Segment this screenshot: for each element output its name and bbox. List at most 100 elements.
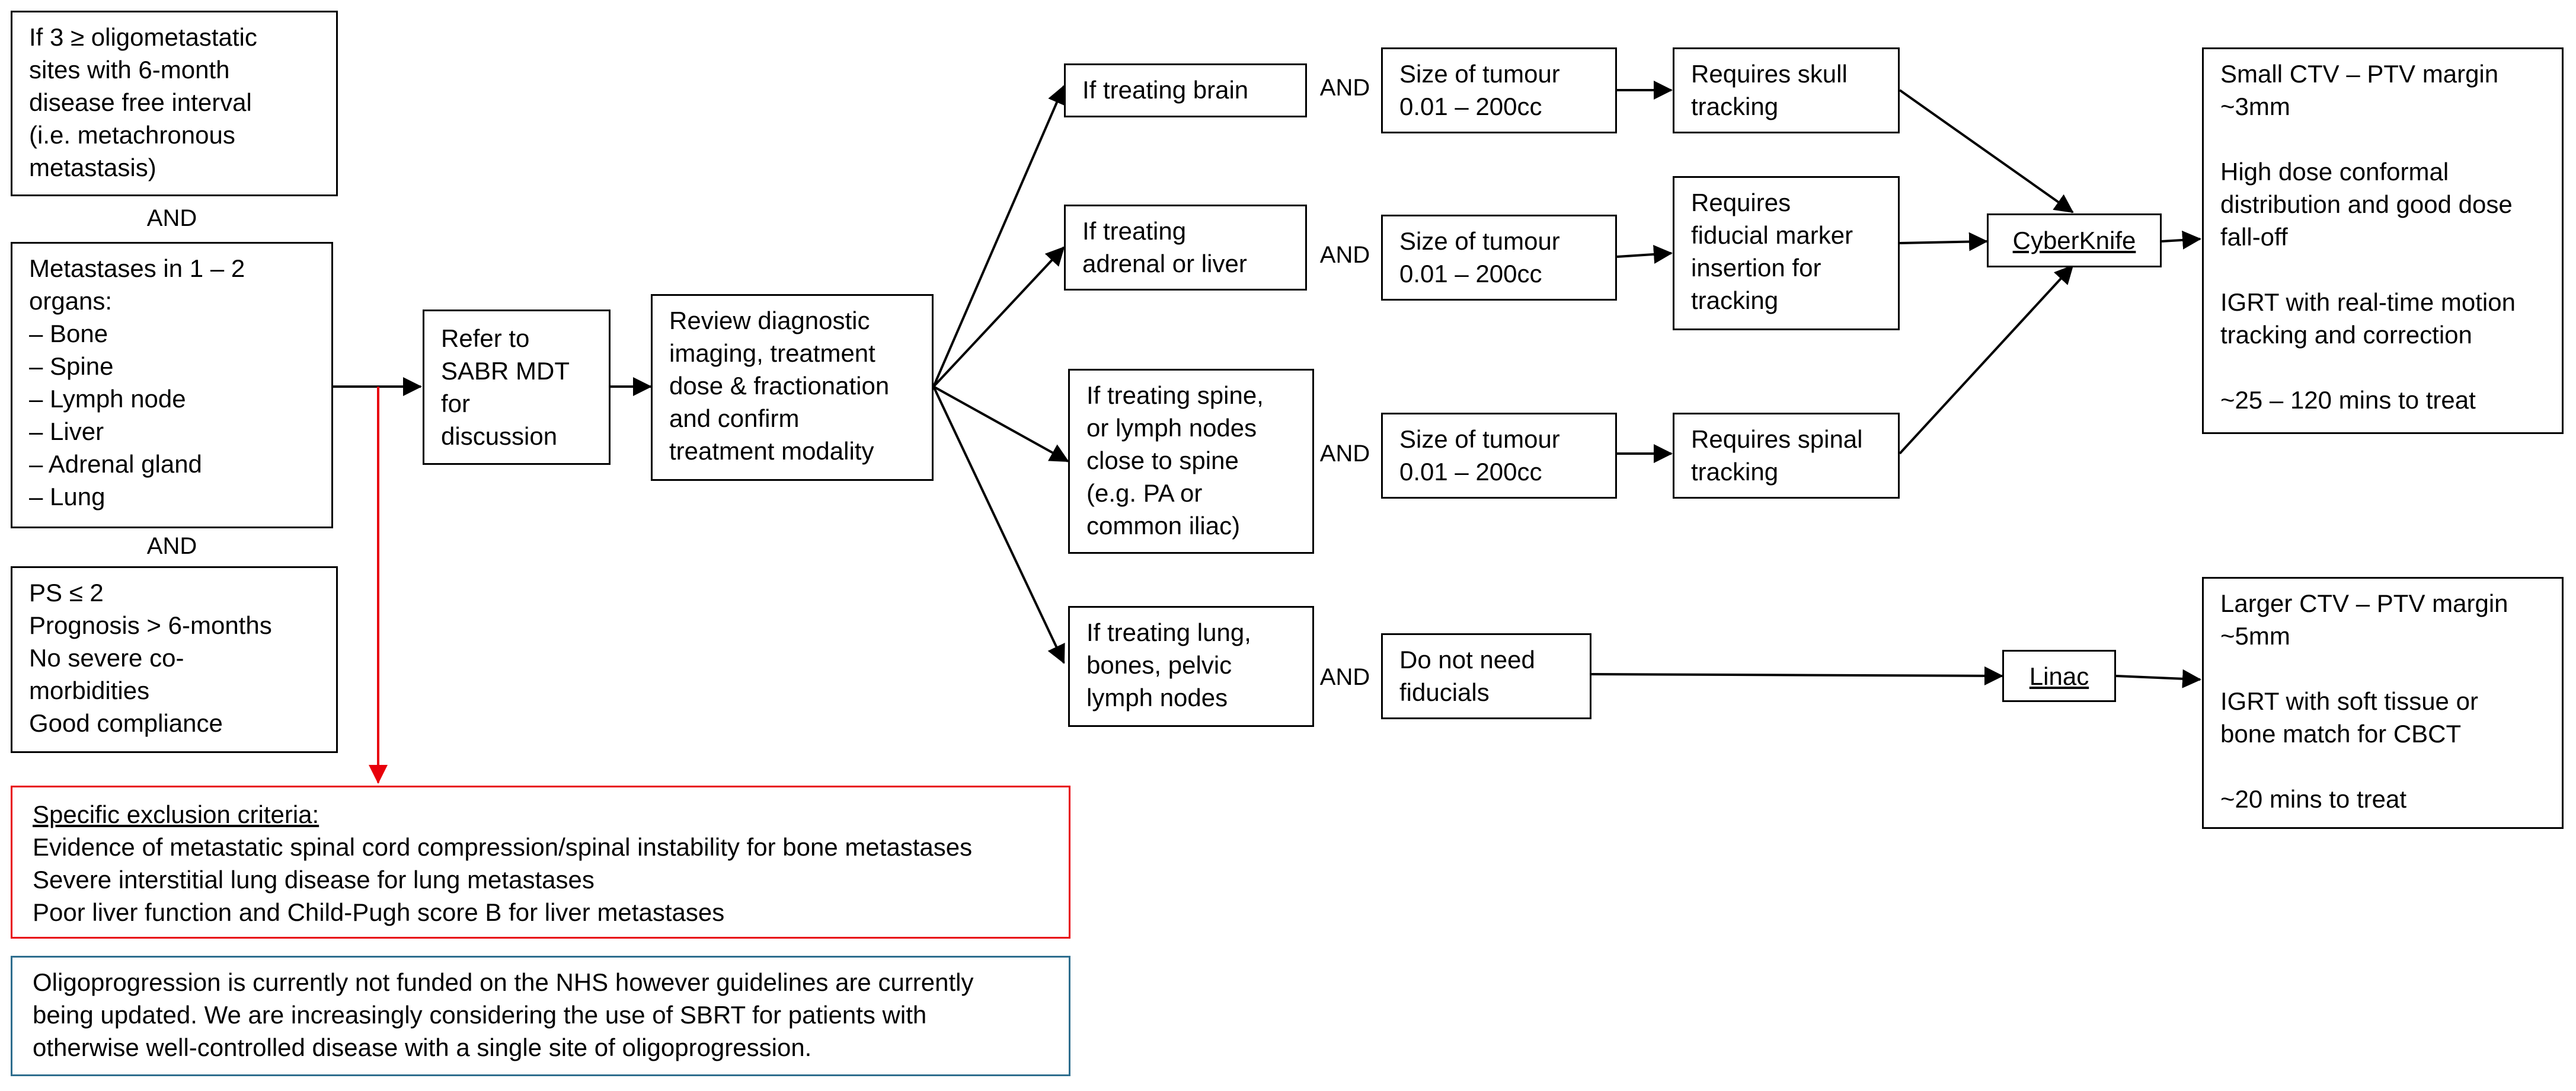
tracking-line: tracking <box>1691 458 1779 486</box>
and-label: AND <box>1319 242 1370 268</box>
arrow-linac-to-outcome <box>2115 669 2201 688</box>
branch-lung-box: If treating lung, bones, pelvic lymph no… <box>1068 606 1314 727</box>
arrow-review-to-spine <box>933 385 1069 462</box>
criteria-line: If 3 ≥ oligometastatic <box>29 23 257 51</box>
criteria-line: sites with 6-month <box>29 56 230 84</box>
size-line: Size of tumour <box>1399 60 1560 88</box>
branch-line: If treating spine, <box>1086 381 1264 409</box>
metastases-criteria-box: Metastases in 1 – 2 organs: – Bone – Spi… <box>11 242 333 528</box>
review-line: dose & fractionation <box>669 372 890 400</box>
criteria-line: Metastases in 1 – 2 <box>29 254 245 282</box>
tracking-line: tracking <box>1691 92 1779 120</box>
fiducial-tracking-box: Requires fiducial marker insertion for t… <box>1673 176 1900 330</box>
branch-adrenal-liver-box: If treating adrenal or liver <box>1064 205 1307 291</box>
tracking-line: Requires skull <box>1691 60 1848 88</box>
branch-line: adrenal or liver <box>1082 250 1247 277</box>
outcome-line: bone match for CBCT <box>2220 720 2462 748</box>
outcome-line <box>2220 351 2545 384</box>
size-line: 0.01 – 200cc <box>1399 92 1542 120</box>
outcome-line: Small CTV – PTV margin <box>2220 60 2499 88</box>
arrow-review-to-brain <box>932 85 1066 387</box>
branch-line: If treating brain <box>1082 76 1249 104</box>
branch-line: lymph nodes <box>1086 684 1228 712</box>
review-line: and confirm <box>669 404 800 432</box>
tracking-line: fiducial marker <box>1691 221 1853 249</box>
linac-box: Linac <box>2002 650 2116 702</box>
oligoprogression-note-box: Oligoprogression is currently not funded… <box>11 956 1070 1076</box>
arrow-fiducials-to-linac <box>1591 666 2003 685</box>
size-line: Size of tumour <box>1399 425 1560 453</box>
cyberknife-label: CyberKnife <box>2012 227 2136 254</box>
outcome-line <box>2220 750 2545 783</box>
linac-label: Linac <box>2029 662 2089 690</box>
outcome-line: ~5mm <box>2220 622 2290 650</box>
branch-spine-box: If treating spine, or lymph nodes close … <box>1068 369 1314 554</box>
refer-line: discussion <box>441 422 558 450</box>
criteria-line: Good compliance <box>29 709 223 737</box>
note-line: being updated. We are increasingly consi… <box>33 1001 927 1029</box>
branch-line: or lymph nodes <box>1086 414 1257 442</box>
arrow-cyberknife-to-outcome <box>2161 230 2201 250</box>
and-label: AND <box>1319 75 1370 101</box>
criteria-line: – Bone <box>29 320 108 347</box>
arrow-size-to-fiducial <box>1616 244 1673 264</box>
and-label: AND <box>146 533 197 559</box>
criteria-line: – Liver <box>29 417 104 445</box>
criteria-line: PS ≤ 2 <box>29 579 104 607</box>
branch-line: common iliac) <box>1086 512 1241 540</box>
tracking-line: Requires <box>1691 189 1791 216</box>
cyberknife-outcome-box: Small CTV – PTV margin ~3mm High dose co… <box>2202 47 2564 434</box>
skull-tracking-box: Requires skull tracking <box>1673 47 1900 133</box>
size-line: 0.01 – 200cc <box>1399 260 1542 288</box>
criteria-line: organs: <box>29 287 113 315</box>
criteria-line: – Adrenal gland <box>29 450 202 478</box>
review-line: Review diagnostic <box>669 307 870 334</box>
outcome-line: IGRT with real-time motion <box>2220 288 2516 316</box>
outcome-line <box>2220 123 2545 155</box>
no-fiducials-box: Do not need fiducials <box>1381 633 1591 719</box>
tracking-line: tracking <box>1691 286 1779 314</box>
criteria-line: (i.e. metachronous <box>29 121 235 149</box>
arrow-skull-to-cyberknife <box>1899 89 2074 213</box>
branch-line: close to spine <box>1086 446 1239 474</box>
tracking-line: Requires spinal <box>1691 425 1863 453</box>
arrow-review-to-lung <box>932 386 1065 664</box>
review-box: Review diagnostic imaging, treatment dos… <box>651 294 934 481</box>
size-line: fiducials <box>1399 678 1490 706</box>
size-brain-box: Size of tumour 0.01 – 200cc <box>1381 47 1617 133</box>
outcome-line: High dose conformal <box>2220 158 2449 186</box>
review-line: treatment modality <box>669 437 874 465</box>
note-line: Oligoprogression is currently not funded… <box>33 968 974 996</box>
performance-criteria-box: PS ≤ 2 Prognosis > 6-months No severe co… <box>11 566 338 753</box>
outcome-line <box>2220 253 2545 286</box>
and-label: AND <box>1319 441 1370 467</box>
size-spine-box: Size of tumour 0.01 – 200cc <box>1381 413 1617 499</box>
size-adrenal-liver-box: Size of tumour 0.01 – 200cc <box>1381 215 1617 301</box>
criteria-line: disease free interval <box>29 88 252 116</box>
branch-line: (e.g. PA or <box>1086 479 1203 507</box>
outcome-line: tracking and correction <box>2220 321 2472 349</box>
review-line: imaging, treatment <box>669 339 875 367</box>
arrow-fiducial-to-cyberknife <box>1899 232 1988 251</box>
criteria-line: morbidities <box>29 677 150 704</box>
refer-line: SABR MDT <box>441 357 570 385</box>
exclusion-line: Severe interstitial lung disease for lun… <box>33 866 595 894</box>
branch-line: bones, pelvic <box>1086 651 1232 679</box>
arrow-spinal-to-cyberknife <box>1899 264 2074 455</box>
arrow-review-to-adrenal <box>932 246 1065 388</box>
size-line: 0.01 – 200cc <box>1399 458 1542 486</box>
outcome-line: fall-off <box>2220 223 2288 251</box>
branch-line: If treating lung, <box>1086 618 1251 646</box>
criteria-line: No severe co- <box>29 644 184 672</box>
exclusion-line: Evidence of metastatic spinal cord compr… <box>33 833 973 861</box>
branch-line: If treating <box>1082 217 1187 245</box>
exclusion-criteria-box: Specific exclusion criteria: Evidence of… <box>11 786 1070 939</box>
outcome-line: Larger CTV – PTV margin <box>2220 589 2508 617</box>
outcome-line: ~20 mins to treat <box>2220 785 2406 813</box>
refer-mdt-box: Refer to SABR MDT for discussion <box>423 310 611 465</box>
criteria-line: – Spine <box>29 352 114 380</box>
outcome-line: distribution and good dose <box>2220 190 2513 218</box>
refer-line: Refer to <box>441 324 530 352</box>
spinal-tracking-box: Requires spinal tracking <box>1673 413 1900 499</box>
outcome-line: IGRT with soft tissue or <box>2220 687 2478 715</box>
